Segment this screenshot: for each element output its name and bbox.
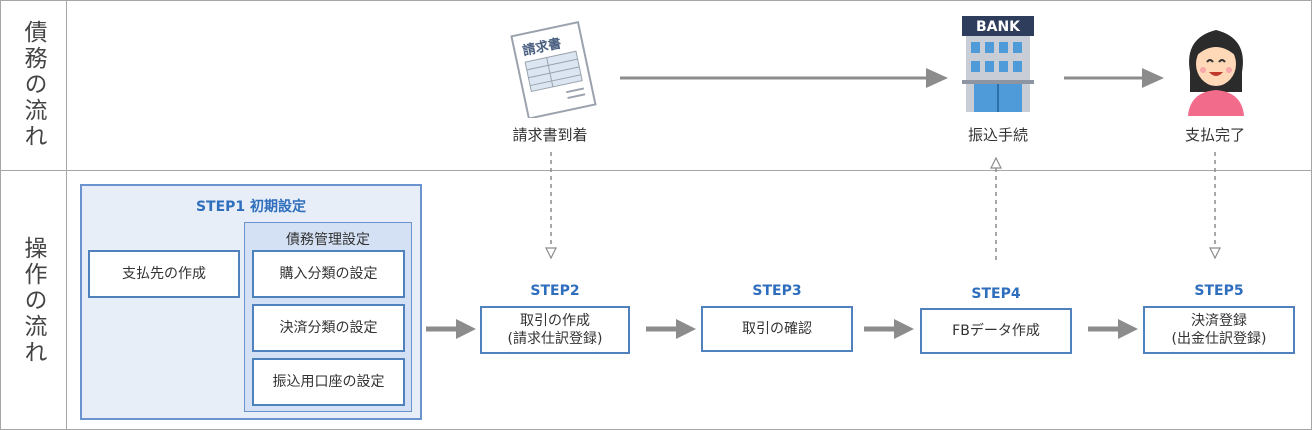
arrow-invoice-to-bank	[620, 68, 948, 88]
bank-icon: BANK	[962, 16, 1034, 112]
arrow-bank-to-complete	[1064, 68, 1164, 88]
arrow-step1-to-step2	[426, 319, 476, 339]
step5-settlement-registration-box: 決済登録 (出金仕訳登録)	[1143, 306, 1295, 354]
dashed-arrow-step4-to-bank	[990, 156, 1002, 260]
debt-flow-label: 債務の流れ	[20, 20, 46, 150]
step3-label: STEP3	[752, 283, 802, 299]
debt-management-settings-title: 債務管理設定	[286, 232, 370, 248]
dashed-arrow-complete-to-step5	[1209, 152, 1221, 260]
arrow-step4-to-step5	[1088, 319, 1138, 339]
step4-label: STEP4	[971, 286, 1021, 302]
step1-title: STEP1 初期設定	[195, 199, 307, 215]
step4-line1: FBデータ作成	[952, 323, 1040, 339]
settlement-category-label: 決済分類の設定	[279, 320, 378, 336]
row-label-debt-flow: 債務の流れ	[0, 0, 66, 170]
step2-label: STEP2	[530, 283, 580, 299]
purchase-category-label: 購入分類の設定	[279, 266, 378, 282]
arrow-step2-to-step3	[646, 319, 696, 339]
step3-line1: 取引の確認	[742, 321, 812, 337]
create-supplier-label: 支払先の作成	[122, 266, 206, 282]
step2-line1: 取引の作成	[520, 313, 590, 329]
step2-line2: (請求仕訳登録)	[507, 331, 603, 347]
step2-create-transaction-box: 取引の作成 (請求仕訳登録)	[480, 306, 630, 354]
purchase-category-setting-box: 購入分類の設定	[252, 250, 405, 298]
invoice-icon-label: 請求書	[521, 35, 562, 59]
step5-label: STEP5	[1194, 283, 1244, 299]
bank-sign-text: BANK	[976, 19, 1021, 35]
step1-create-supplier-box: 支払先の作成	[88, 250, 240, 298]
transfer-account-setting-box: 振込用口座の設定	[252, 358, 405, 406]
row-label-operation-flow: 操作の流れ	[0, 171, 66, 430]
arrow-step3-to-step4	[864, 319, 914, 339]
invoice-arrival-caption: 請求書到着	[512, 126, 588, 144]
step3-confirm-transaction-box: 取引の確認	[701, 306, 853, 352]
dashed-arrow-invoice-to-step2	[545, 152, 557, 260]
label-column-divider	[66, 0, 67, 430]
operation-flow-label: 操作の流れ	[20, 235, 46, 366]
step4-fb-data-creation-box: FBデータ作成	[920, 308, 1072, 354]
transfer-procedure-caption: 振込手続	[967, 126, 1028, 144]
step5-line1: 決済登録	[1191, 313, 1247, 329]
transfer-account-label: 振込用口座の設定	[272, 374, 385, 390]
invoice-icon: 請求書	[510, 21, 597, 118]
payment-complete-caption: 支払完了	[1184, 126, 1245, 144]
settlement-category-setting-box: 決済分類の設定	[252, 304, 405, 352]
step5-line2: (出金仕訳登録)	[1171, 331, 1267, 347]
row-divider	[0, 170, 1312, 171]
happy-person-icon	[1188, 30, 1244, 116]
